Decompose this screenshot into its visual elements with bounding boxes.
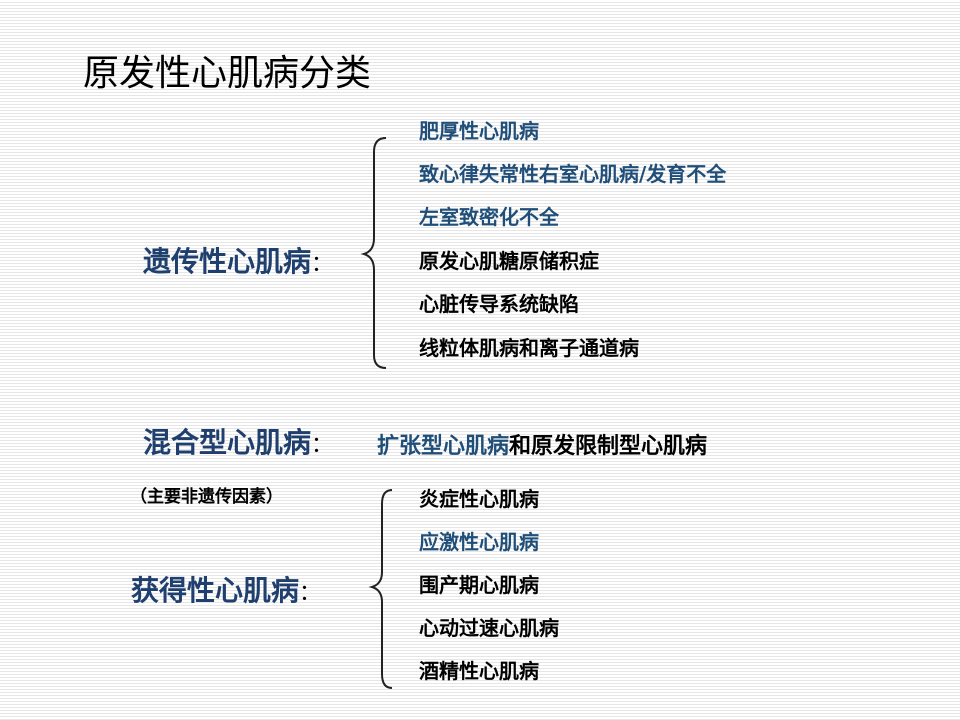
acquired-colon: ： [299,581,322,606]
hereditary-item: 左室致密化不全 [419,205,559,229]
mixed-label-text: 混合型心肌病 [143,426,312,459]
hereditary-item: 肥厚性心肌病 [419,119,539,143]
mixed-description: 扩张型心肌病和原发限制型心肌病 [377,436,707,458]
hereditary-item: 致心律失常性右室心肌病/发育不全 [419,162,727,186]
mixed-colon: ： [311,433,334,458]
hereditary-label-text: 遗传性心肌病 [143,245,312,278]
mixed-desc-black: 和原发限制型心肌病 [509,434,708,459]
page-title: 原发性心肌病分类 [83,53,372,94]
mixed-desc-blue: 扩张型心肌病 [377,434,510,459]
acquired-item: 炎症性心肌病 [419,487,539,511]
acquired-label-text: 获得性心肌病 [131,574,300,607]
acquired-item: 围产期心肌病 [419,573,539,597]
acquired-label: 获得性心肌病： [131,577,321,605]
acquired-brace [368,489,393,689]
acquired-note: （主要非遗传因素） [130,487,283,507]
hereditary-item: 心脏传导系统缺陷 [419,292,579,316]
hereditary-item: 原发心肌糖原储积症 [419,249,599,273]
mixed-label: 混合型心肌病： [143,429,333,457]
acquired-item: 心动过速心肌病 [419,616,559,640]
hereditary-item: 线粒体肌病和离子通道病 [419,336,639,360]
hereditary-colon: ： [311,252,334,277]
acquired-item: 应激性心肌病 [419,530,539,554]
hereditary-label: 遗传性心肌病： [143,248,333,276]
acquired-item: 酒精性心肌病 [419,659,539,683]
